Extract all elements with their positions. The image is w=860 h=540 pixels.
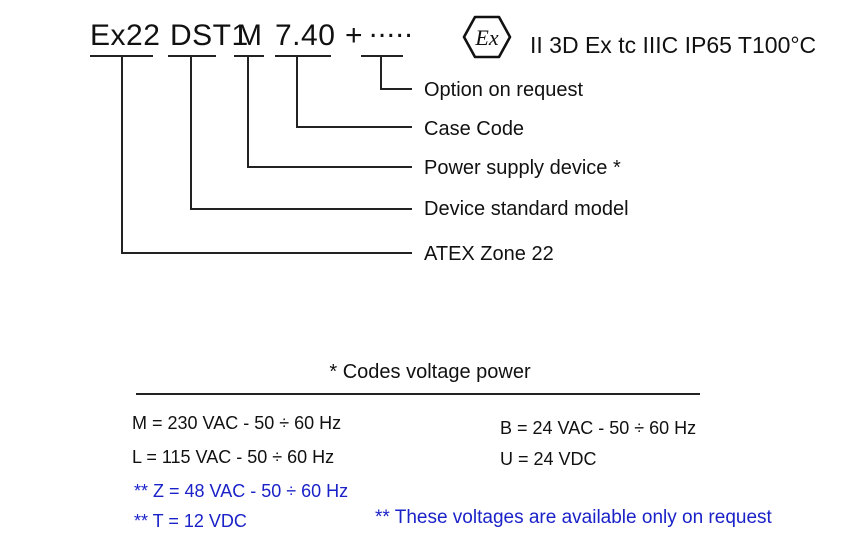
connector-case-v — [296, 56, 298, 128]
request-note: ** These voltages are available only on … — [375, 507, 772, 528]
voltage-code-z: ** Z = 48 VAC - 50 ÷ 60 Hz — [134, 481, 349, 501]
code-part-plus: + — [345, 19, 364, 52]
connector-option-v — [380, 56, 382, 90]
underline-m — [234, 55, 264, 57]
underline-case — [275, 55, 331, 57]
ex-hexagon-icon: Ex — [462, 14, 512, 60]
underline-dst1 — [168, 55, 216, 57]
voltage-code-m: M = 230 VAC - 50 ÷ 60 Hz — [132, 413, 342, 433]
code-part-dst1: DST1 — [170, 19, 249, 52]
connector-power-v — [247, 56, 249, 168]
code-part-dots: ..... — [369, 11, 414, 44]
legend-power-supply: Power supply device * — [424, 157, 621, 179]
legend-case-code: Case Code — [424, 118, 525, 140]
legend-atex-zone: ATEX Zone 22 — [424, 243, 554, 265]
connector-zone-v — [121, 56, 123, 254]
voltage-code-u: U = 24 VDC — [500, 449, 597, 469]
connector-zone-h — [121, 252, 412, 254]
connector-model-v — [190, 56, 192, 210]
voltage-code-l: L = 115 VAC - 50 ÷ 60 Hz — [132, 447, 335, 467]
connector-case-h — [296, 126, 412, 128]
connector-model-h — [190, 208, 412, 210]
atex-marking: II 3D Ex tc IIIC IP65 T100°C — [530, 32, 817, 58]
underline-option — [361, 55, 403, 57]
legend-option: Option on request — [424, 79, 583, 101]
code-part-case: 7.40 — [275, 19, 336, 52]
svg-text:Ex: Ex — [474, 25, 498, 50]
voltage-divider — [136, 393, 700, 395]
connector-option-h — [380, 88, 412, 90]
connector-power-h — [247, 166, 412, 168]
code-part-m: M — [237, 19, 263, 52]
voltage-code-b: B = 24 VAC - 50 ÷ 60 Hz — [500, 418, 697, 438]
voltage-codes-title: * Codes voltage power — [329, 361, 531, 383]
legend-standard-model: Device standard model — [424, 198, 629, 220]
voltage-code-t: ** T = 12 VDC — [134, 511, 247, 531]
code-part-ex22: Ex22 — [90, 19, 161, 52]
